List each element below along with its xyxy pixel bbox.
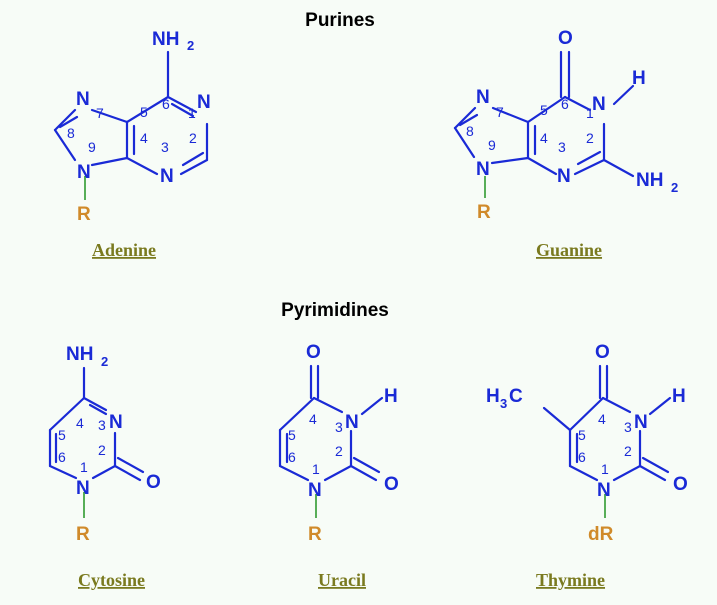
ring-number: 1 bbox=[312, 461, 320, 477]
atom-label: H bbox=[384, 386, 398, 407]
ring-number: 9 bbox=[88, 139, 96, 155]
ring-number: 4 bbox=[598, 411, 606, 427]
atom-label: N bbox=[597, 480, 611, 501]
ring-number: 1 bbox=[80, 459, 88, 475]
atom-label: N bbox=[476, 87, 490, 108]
atom-subscript: 3 bbox=[500, 396, 507, 411]
ring-number: 3 bbox=[161, 139, 169, 155]
ring-number: 9 bbox=[488, 137, 496, 153]
atom-label: H bbox=[486, 386, 500, 407]
ring-number: 6 bbox=[162, 96, 170, 112]
atom-label: C bbox=[509, 386, 523, 407]
ring-number: 4 bbox=[540, 130, 548, 146]
atom-subscript: 2 bbox=[101, 354, 108, 369]
thymine-link[interactable]: Thymine bbox=[536, 570, 605, 590]
r-group-label: R bbox=[477, 202, 491, 223]
uracil-structure: O N H N O R 1 2 3 4 5 6 bbox=[278, 342, 399, 545]
ring-number: 2 bbox=[335, 443, 343, 459]
ring-number: 4 bbox=[309, 411, 317, 427]
adenine-structure: N N N N NH 2 R 1 2 3 4 5 6 7 8 9 bbox=[53, 29, 211, 225]
ring-number: 5 bbox=[288, 427, 296, 443]
atom-label: O bbox=[146, 472, 161, 493]
ring-number: 2 bbox=[586, 130, 594, 146]
atom-label: N bbox=[345, 412, 359, 433]
guanine-link[interactable]: Guanine bbox=[536, 240, 602, 260]
ring-number: 6 bbox=[578, 449, 586, 465]
atom-label: NH bbox=[636, 170, 663, 191]
ring-number: 3 bbox=[98, 417, 106, 433]
r-group-label: R bbox=[77, 204, 91, 225]
cytosine-link[interactable]: Cytosine bbox=[78, 570, 145, 590]
purines-heading: Purines bbox=[305, 10, 375, 31]
atom-label: N bbox=[476, 159, 490, 180]
atom-label: N bbox=[592, 94, 606, 115]
thymine-structure: O H 3 C N H N O dR 1 2 3 4 5 6 bbox=[486, 342, 688, 545]
atom-label: N bbox=[160, 166, 174, 187]
ring-number: 1 bbox=[601, 461, 609, 477]
ring-number: 8 bbox=[67, 125, 75, 141]
atom-label: NH bbox=[152, 29, 179, 50]
atom-label: NH bbox=[66, 344, 93, 365]
ring-number: 5 bbox=[58, 427, 66, 443]
cytosine-structure: NH 2 N N O R 1 2 3 4 5 6 bbox=[48, 344, 161, 545]
ring-number: 2 bbox=[624, 443, 632, 459]
atom-label: N bbox=[76, 478, 90, 499]
ring-number: 3 bbox=[335, 419, 343, 435]
ring-number: 1 bbox=[586, 105, 594, 121]
ring-number: 1 bbox=[188, 105, 196, 121]
ring-number: 5 bbox=[578, 427, 586, 443]
atom-subscript: 2 bbox=[187, 38, 194, 53]
ring-number: 7 bbox=[496, 104, 504, 120]
atom-label: N bbox=[197, 92, 211, 113]
r-group-label: R bbox=[308, 524, 322, 545]
atom-label: O bbox=[306, 342, 321, 363]
atom-label: N bbox=[109, 412, 123, 433]
ring-number: 4 bbox=[76, 415, 84, 431]
atom-label: O bbox=[384, 474, 399, 495]
ring-number: 4 bbox=[140, 130, 148, 146]
atom-subscript: 2 bbox=[671, 180, 678, 195]
r-group-label: R bbox=[76, 524, 90, 545]
ring-number: 3 bbox=[558, 139, 566, 155]
ring-number: 2 bbox=[98, 442, 106, 458]
atom-label: O bbox=[558, 28, 573, 49]
uracil-link[interactable]: Uracil bbox=[318, 570, 366, 590]
adenine-link[interactable]: Adenine bbox=[92, 240, 156, 260]
atom-label: N bbox=[76, 89, 90, 110]
guanine-structure: O N H N N N NH 2 R 1 2 3 4 5 6 7 8 9 bbox=[453, 28, 678, 223]
ring-number: 6 bbox=[58, 449, 66, 465]
ring-number: 3 bbox=[624, 419, 632, 435]
ring-number: 7 bbox=[96, 105, 104, 121]
ring-number: 5 bbox=[140, 104, 148, 120]
pyrimidines-heading: Pyrimidines bbox=[281, 300, 389, 321]
ring-number: 8 bbox=[466, 123, 474, 139]
atom-label: H bbox=[672, 386, 686, 407]
ring-number: 5 bbox=[540, 102, 548, 118]
atom-label: N bbox=[557, 166, 571, 187]
atom-label: H bbox=[632, 68, 646, 89]
ring-number: 6 bbox=[288, 449, 296, 465]
ring-number: 2 bbox=[189, 130, 197, 146]
ring-number: 6 bbox=[561, 96, 569, 112]
atom-label: N bbox=[308, 480, 322, 501]
r-group-label: dR bbox=[588, 524, 614, 545]
atom-label: O bbox=[595, 342, 610, 363]
atom-label: N bbox=[634, 412, 648, 433]
atom-label: O bbox=[673, 474, 688, 495]
atom-label: N bbox=[77, 162, 91, 183]
